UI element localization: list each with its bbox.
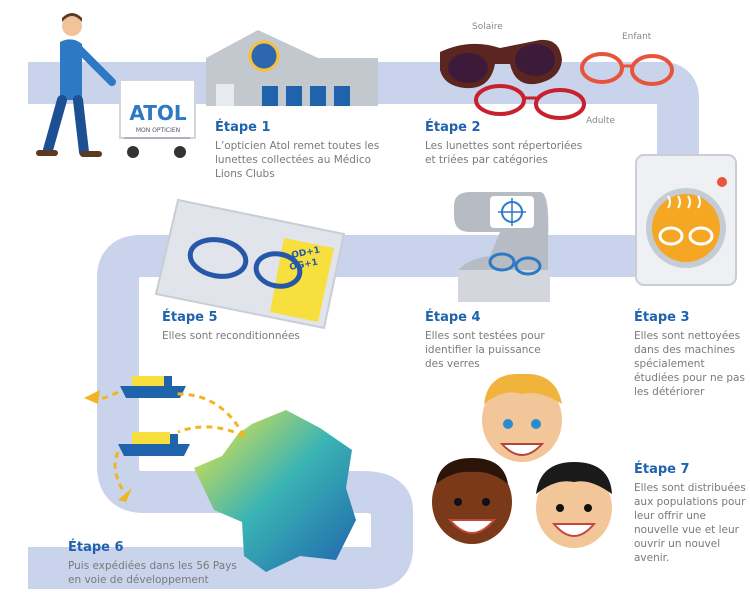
step-7: Étape 7 Elles sont distribuées aux popul… — [634, 462, 746, 565]
person-icon — [36, 13, 116, 157]
step-title: Étape 2 — [425, 120, 481, 135]
step-title: Étape 7 — [634, 462, 690, 477]
dark-face-icon — [432, 458, 512, 544]
sunglasses-icon — [440, 39, 562, 89]
shipping-route-arrows — [95, 390, 246, 493]
glasses-package-icon — [154, 198, 346, 330]
cart-tagline-text: MON OPTICIEN — [136, 127, 180, 134]
step-description: L’opticien Atol remet toutes les lunette… — [215, 140, 380, 180]
adult-glasses-icon — [474, 84, 586, 120]
label-enfant: Enfant — [622, 32, 652, 42]
step-description: Elles sont distribuées aux populations p… — [634, 482, 746, 564]
step-5: Étape 5 Elles sont reconditionnées — [162, 310, 332, 343]
warehouse-icon — [206, 30, 378, 106]
step-title: Étape 6 — [68, 540, 124, 555]
blond-face-icon — [482, 373, 562, 462]
arrow-head-icon — [118, 488, 132, 502]
step-description: Elles sont reconditionnées — [162, 330, 300, 342]
washing-machine-icon — [635, 154, 737, 286]
lensmeter-icon — [454, 192, 550, 302]
lions-club-logo — [248, 40, 280, 72]
step-4: Étape 4 Elles sont testées pour identifi… — [425, 310, 550, 371]
child-glasses-icon — [580, 52, 674, 86]
cart-brand-text: ATOL — [129, 101, 187, 125]
step-1: Étape 1 L’opticien Atol remet toutes les… — [215, 120, 380, 181]
step-description: Elles sont testées pour identifier la pu… — [425, 330, 545, 370]
step-description: Les lunettes sont répertoriées et triées… — [425, 140, 583, 166]
step-3: Étape 3 Elles sont nettoyées dans des ma… — [634, 310, 746, 399]
step-description: Puis expédiées dans les 56 Pays en voie … — [68, 560, 237, 586]
step-title: Étape 4 — [425, 310, 481, 325]
arrow-head-icon — [84, 390, 100, 404]
label-adulte: Adulte — [586, 116, 615, 126]
step-description: Elles sont nettoyées dans des machines s… — [634, 330, 745, 398]
step-title: Étape 3 — [634, 310, 690, 325]
black-haired-face-icon — [536, 462, 612, 548]
cart-icon — [119, 79, 196, 158]
cargo-ship-icon — [118, 432, 190, 456]
step-title: Étape 5 — [162, 310, 218, 325]
step-2: Étape 2 Les lunettes sont répertoriées e… — [425, 120, 585, 167]
step-6: Étape 6 Puis expédiées dans les 56 Pays … — [68, 540, 243, 587]
cargo-ship-icon — [120, 376, 186, 398]
france-map — [194, 410, 356, 572]
process-path — [28, 62, 699, 589]
label-solaire: Solaire — [472, 22, 503, 32]
step-title: Étape 1 — [215, 120, 271, 135]
